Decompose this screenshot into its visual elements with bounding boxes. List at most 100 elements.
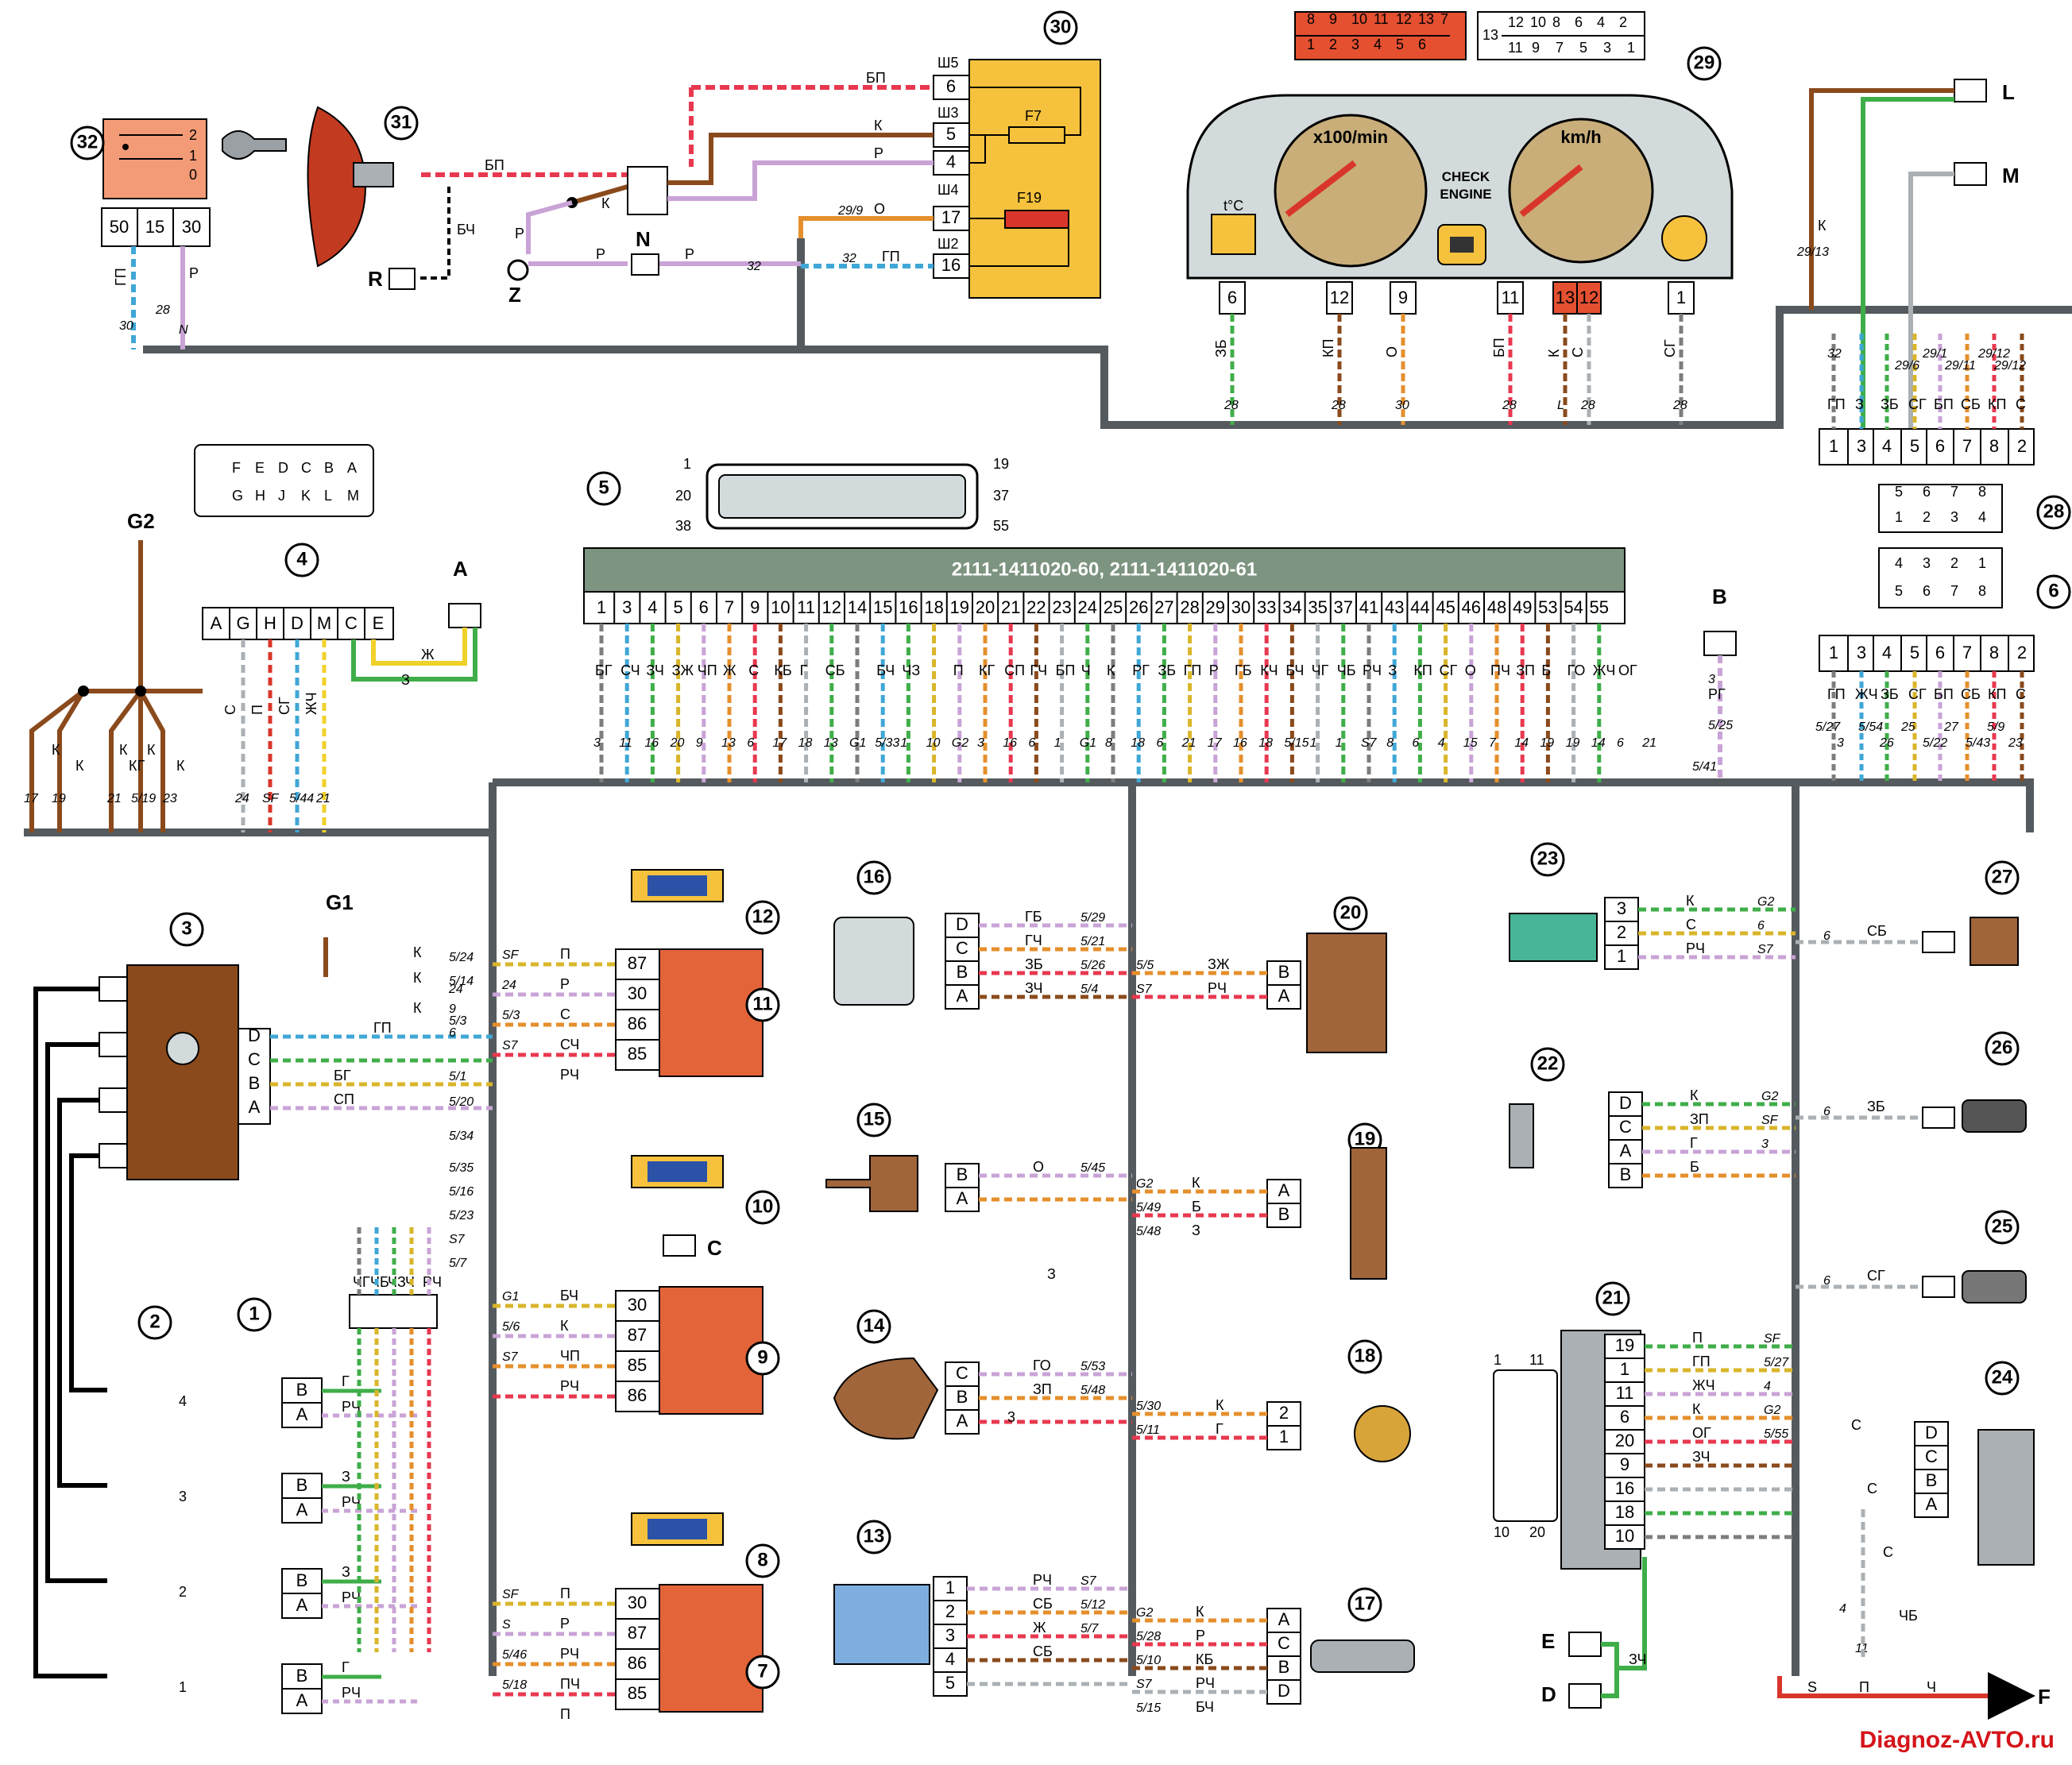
- s13-pin-2: 2: [945, 1601, 955, 1621]
- fb-pin-4: 4: [946, 152, 956, 172]
- s17-pin-A: A: [1278, 1609, 1290, 1629]
- coil-pin-B: B: [249, 1073, 261, 1093]
- speedo-label: km/h: [1560, 127, 1601, 147]
- fb-wire-o: О: [874, 201, 885, 217]
- label-29: 29: [1694, 52, 1715, 73]
- tach-label: x100/min: [1313, 127, 1388, 147]
- fb-wire-bp: БП: [866, 70, 886, 86]
- relay11-wire-4: РЧ: [560, 1067, 579, 1083]
- ecu-wire-2: ЗЧ: [646, 662, 663, 678]
- s23-pin-1: 1: [1617, 946, 1626, 966]
- ecu-dest-8: 18: [798, 736, 813, 750]
- sw-pin-50: 50: [110, 217, 129, 237]
- f-wire-ch: Ч: [1927, 1679, 1936, 1695]
- fb-sock-sh2: Ш2: [937, 236, 959, 252]
- ecu-dest-2: 16: [644, 736, 659, 750]
- s16-dest-0: 5/29: [1080, 911, 1105, 925]
- ecu-conn-20: 20: [675, 488, 691, 504]
- s21-wire-3: К: [1692, 1401, 1701, 1417]
- cluster-wire-0: ЗБ: [1213, 339, 1229, 357]
- ecu-dest-0: 3: [593, 736, 601, 750]
- label-9: 9: [757, 1346, 767, 1368]
- diag-pin-D: D: [291, 613, 303, 633]
- inj-wire-b-1: З: [342, 1469, 350, 1485]
- relay11-pin-86: 86: [628, 1014, 647, 1033]
- white-conn-bottom-9: 9: [1532, 40, 1540, 56]
- s17-pin-D: D: [1278, 1681, 1290, 1701]
- label-2: 2: [149, 1311, 160, 1332]
- red-conn-bottom-2: 2: [1329, 37, 1337, 52]
- coil-wire-bg: БГ: [334, 1068, 351, 1083]
- s16-wire-1: ГЧ: [1025, 933, 1042, 948]
- s21-side-10: 10: [1494, 1524, 1510, 1540]
- ecu-dest-20: 8: [1105, 736, 1112, 750]
- red-conn-bottom-3: 3: [1351, 37, 1359, 52]
- s21-side-20: 20: [1529, 1524, 1545, 1540]
- diag-pin-H: H: [264, 613, 276, 633]
- label-4: 4: [296, 548, 307, 570]
- label-20: 20: [1340, 902, 1362, 923]
- ecu-pin-19: 19: [950, 597, 969, 617]
- ecu-dest-23: 21: [1181, 736, 1196, 750]
- relay11-dest-1: 24: [501, 979, 516, 992]
- relay11-pin-30: 30: [628, 983, 647, 1003]
- label-11: 11: [752, 993, 772, 1014]
- s14-pin-box-C: [945, 1361, 980, 1387]
- ecu-dest-18: 1: [1054, 736, 1061, 750]
- s13-wire-3: СБ: [1033, 1643, 1053, 1659]
- letter-d: D: [1541, 1682, 1556, 1706]
- s24-wire-0: С: [1851, 1417, 1861, 1433]
- s20-pin-B: B: [1278, 962, 1290, 982]
- conn28-grid-top-6: 6: [1923, 484, 1931, 500]
- s16-dest-3: 5/4: [1080, 983, 1098, 996]
- s18-dest-0: 5/30: [1136, 1400, 1161, 1413]
- s18-pin-1: 1: [1279, 1427, 1289, 1446]
- conn28-grid2-top-4: 4: [1895, 555, 1903, 571]
- conn28-wire-7: С: [2016, 396, 2026, 412]
- label-28: 28: [2043, 500, 2065, 522]
- s15-wire-z: З: [1047, 1266, 1056, 1282]
- diag-grid-bottom-H: H: [255, 488, 265, 504]
- ecu-conn-19: 19: [993, 456, 1009, 472]
- diag-grid-bottom-M: M: [347, 488, 359, 504]
- relay11-dest-3: S7: [502, 1039, 519, 1052]
- cluster-dest-4: L: [1557, 399, 1564, 412]
- relay9-pin-box-85: [615, 1350, 660, 1382]
- red-conn-bottom-4: 4: [1374, 37, 1382, 52]
- ecu-pin-12: 12: [822, 597, 841, 617]
- coil-wire-sp: СП: [334, 1091, 354, 1107]
- label-5: 5: [598, 477, 609, 498]
- cluster-connector-white: [1477, 11, 1645, 60]
- s14-wire-0: ГО: [1033, 1358, 1051, 1373]
- s13-pin-1: 1: [945, 1578, 955, 1597]
- relay7-wire-1: Р: [560, 1616, 570, 1632]
- ecu-wire-7: КБ: [774, 662, 791, 678]
- relay7-dest-2: 5/46: [502, 1648, 527, 1662]
- ecu-5: 5 1 19 20 37 38 55 2111-1411020-60, 2111…: [583, 456, 1626, 624]
- coil-dest-4: 5/14: [449, 975, 474, 988]
- ecu-pin-27: 27: [1154, 597, 1173, 617]
- diag-gdest-0: 17: [24, 792, 39, 805]
- ecu-wire-5: Ж: [723, 662, 736, 678]
- inj-pin-b-0: B: [296, 1380, 308, 1400]
- ecu-pin-5: 5: [673, 597, 682, 617]
- ecu-wire-26: КЧ: [1260, 662, 1278, 678]
- conn28-wire-2: ЗБ: [1881, 396, 1899, 412]
- ecu-pin-25: 25: [1104, 597, 1123, 617]
- ecu-wire-37: Б: [1541, 662, 1551, 678]
- label-g1-top: G1: [326, 890, 354, 914]
- white-conn-top-10: 10: [1530, 14, 1546, 30]
- ecu-pin-10: 10: [771, 597, 790, 617]
- spark-num-0: 4: [179, 1393, 187, 1409]
- red-conn-bottom-1: 1: [1307, 37, 1315, 52]
- conn6-pin-6: 8: [1989, 643, 1999, 662]
- ecu-pin-55: 55: [1590, 597, 1609, 617]
- ignition-coil-3: 3 G1: [33, 890, 354, 1678]
- s16-pin-box-D: [945, 913, 980, 938]
- conn28-grid2-bottom-5: 5: [1895, 583, 1903, 599]
- diag-grid-bottom-K: K: [301, 488, 311, 504]
- label-19: 19: [1355, 1128, 1376, 1149]
- ed-wire-zch: ЗЧ: [1629, 1651, 1646, 1667]
- conn28-grid-bottom-2: 2: [1923, 509, 1931, 525]
- s15-dest-0: 5/45: [1080, 1161, 1105, 1175]
